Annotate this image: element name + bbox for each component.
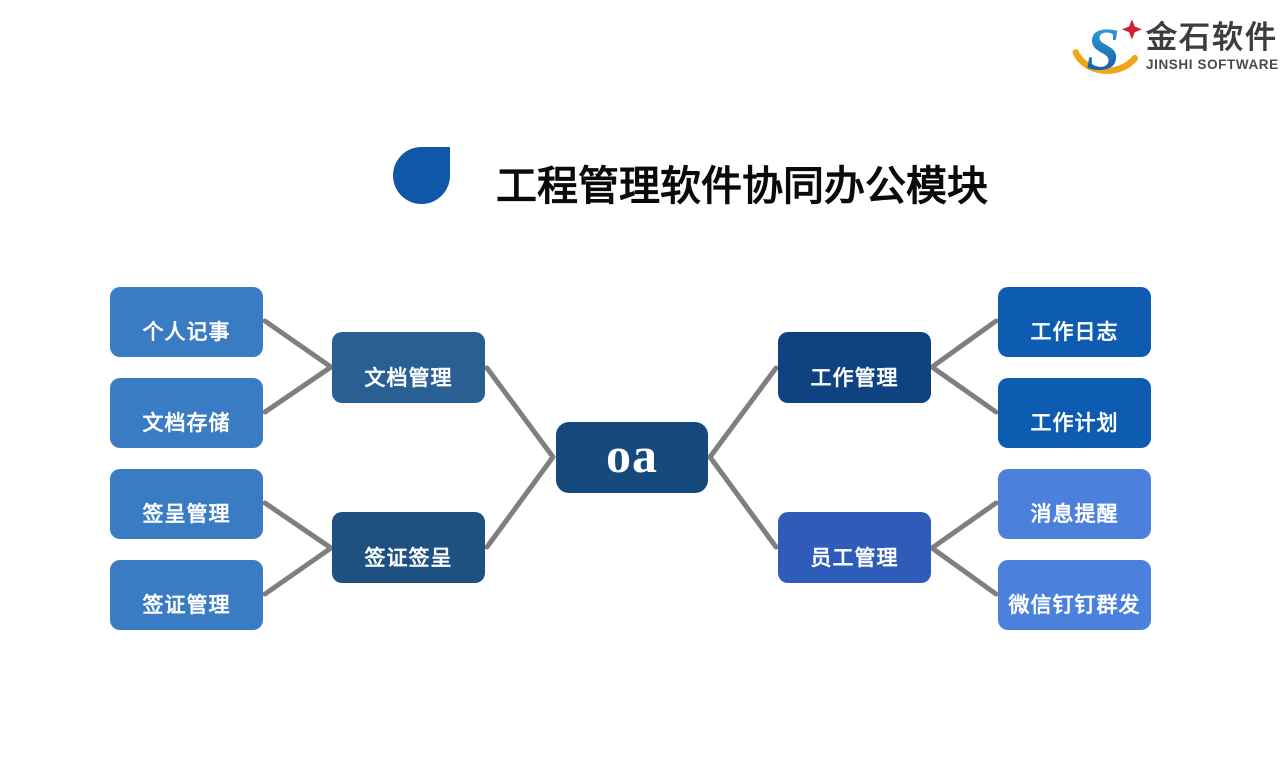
node-message-reminder: 消息提醒 [998,469,1151,539]
jinshi-logo: S 金石软件 JINSHI SOFTWARE [1070,14,1279,88]
node-visa-management: 签证管理 [110,560,263,630]
node-oa: oa [556,422,708,493]
node-document-storage: 文档存储 [110,378,263,448]
logo-name-en: JINSHI SOFTWARE [1146,57,1279,72]
jinshi-logo-icon: S [1072,17,1142,84]
node-label: 工作计划 [1030,412,1119,435]
node-label: 文档存储 [142,412,231,435]
node-label: 工作日志 [1030,321,1119,344]
node-label: 文档管理 [364,367,453,390]
node-personal-notes: 个人记事 [110,287,263,357]
node-visa-signing: 签证签呈 [332,512,485,583]
logo-name-cn: 金石软件 [1146,20,1278,55]
node-staff-management: 员工管理 [778,512,931,583]
node-petition-management: 签呈管理 [110,469,263,539]
logo-star [1121,19,1142,40]
node-document-management: 文档管理 [332,332,485,403]
node-work-management: 工作管理 [778,332,931,403]
logo-text: 金石软件 JINSHI SOFTWARE [1146,14,1279,72]
title-bullet-drop [393,147,450,204]
node-work-plan: 工作计划 [998,378,1151,448]
node-label: 消息提醒 [1030,503,1119,526]
node-wechat-dingtalk-broadcast: 微信钉钉群发 [998,560,1151,630]
logo-s: S [1086,17,1120,84]
node-label: 签呈管理 [142,503,231,526]
page-title: 工程管理软件协同办公模块 [496,163,988,209]
node-label: 个人记事 [142,321,231,344]
node-label: 员工管理 [810,547,899,570]
node-label: 微信钉钉群发 [1008,594,1141,617]
node-label: 签证管理 [142,594,231,617]
node-label: 签证签呈 [364,547,453,570]
logo-swoosh [1072,49,1139,74]
node-label: 工作管理 [810,367,899,390]
node-work-log: 工作日志 [998,287,1151,357]
node-oa-label: oa [606,426,658,483]
